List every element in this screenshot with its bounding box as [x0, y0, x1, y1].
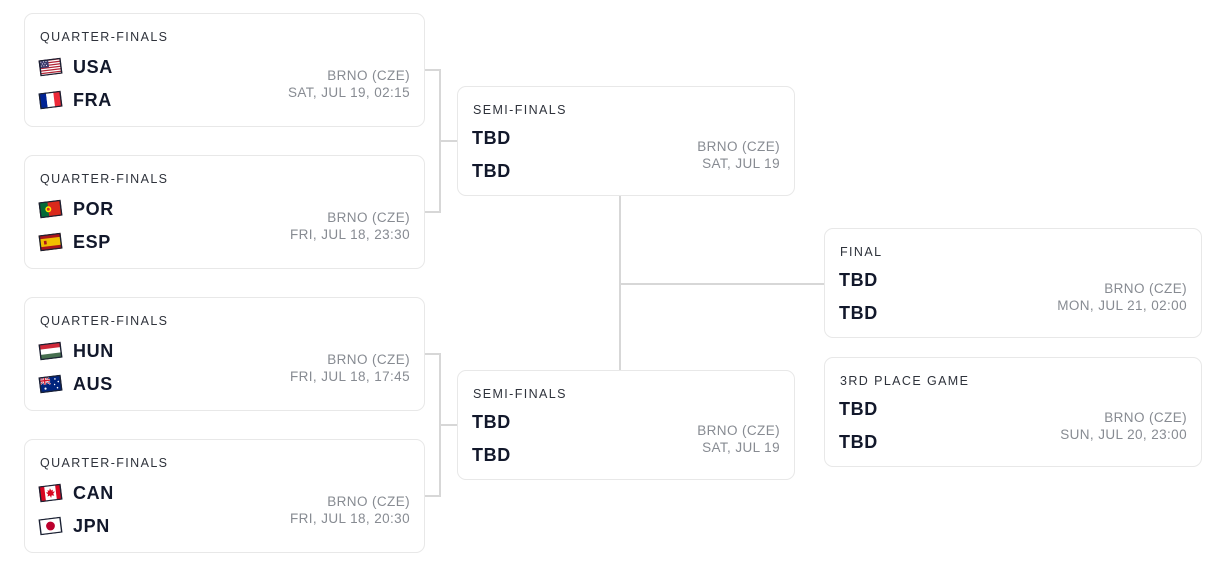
connector-final-in [620, 283, 824, 285]
round-label: QUARTER-FINALS [40, 30, 169, 44]
datetime-label: FRI, JUL 18, 17:45 [289, 368, 410, 384]
team-code: JPN [73, 515, 110, 536]
team-row: TBD [472, 443, 511, 468]
team-row: POR [38, 197, 114, 222]
match-card-third-place[interactable]: 3RD PLACE GAME TBD TBD BRNO (CZE) SUN, J… [824, 357, 1202, 467]
team-code: POR [73, 198, 114, 219]
datetime-label: MON, JUL 21, 02:00 [1057, 298, 1187, 313]
team-row: CAN [38, 481, 114, 506]
flag-canada-icon [38, 483, 63, 503]
datetime-label: SAT, JUL 19 [702, 440, 780, 455]
connector-qf1-stub [425, 69, 441, 71]
team-row: TBD [472, 126, 511, 151]
venue-label: BRNO (CZE) [327, 493, 410, 509]
venue-label: BRNO (CZE) [697, 423, 780, 438]
team-code: AUS [73, 373, 113, 394]
team-code: TBD [472, 445, 511, 465]
connector-bottom-join-vertical [439, 353, 441, 497]
round-label: 3RD PLACE GAME [840, 374, 970, 388]
match-info: BRNO (CZE) SUN, JUL 20, 23:00 [1060, 409, 1187, 443]
flag-usa-icon [38, 57, 63, 77]
team-code: TBD [839, 270, 878, 290]
match-info: BRNO (CZE) SAT, JUL 19, 02:15 [288, 67, 410, 101]
team-code: USA [73, 56, 113, 77]
venue-label: BRNO (CZE) [327, 209, 410, 225]
match-card-semi-final-1[interactable]: SEMI-FINALS TBD TBD BRNO (CZE) SAT, JUL … [457, 86, 795, 196]
venue-label: BRNO (CZE) [697, 139, 780, 154]
round-label: SEMI-FINALS [473, 103, 567, 117]
flag-australia-icon [38, 374, 63, 394]
team-row: ESP [38, 230, 114, 255]
team-row: TBD [472, 410, 511, 435]
round-label: QUARTER-FINALS [40, 314, 169, 328]
venue-label: BRNO (CZE) [1104, 281, 1187, 296]
team-row: FRA [38, 88, 113, 113]
team-row: HUN [38, 339, 114, 364]
team-code: ESP [73, 231, 111, 252]
connector-qf4-stub [425, 495, 441, 497]
team-row: TBD [472, 159, 511, 184]
team-code: FRA [73, 89, 112, 110]
match-info: BRNO (CZE) FRI, JUL 18, 17:45 [290, 351, 410, 385]
round-label: QUARTER-FINALS [40, 172, 169, 186]
match-info: BRNO (CZE) SAT, JUL 19 [697, 138, 780, 172]
match-card-quarter-final-4[interactable]: QUARTER-FINALS CAN JPN BRNO (CZE) [24, 439, 425, 553]
team-row: JPN [38, 514, 114, 539]
match-card-quarter-final-2[interactable]: QUARTER-FINALS POR ESP BRNO (CZE) [24, 155, 425, 269]
team-row: USA [38, 55, 113, 80]
connector-top-join-vertical [439, 69, 441, 213]
team-code: TBD [472, 161, 511, 181]
venue-label: BRNO (CZE) [327, 351, 410, 367]
match-info: BRNO (CZE) MON, JUL 21, 02:00 [1057, 280, 1187, 314]
match-card-quarter-final-3[interactable]: QUARTER-FINALS HUN AUS BRNO (CZE) [24, 297, 425, 411]
flag-japan-icon [38, 516, 63, 536]
team-code: CAN [73, 482, 114, 503]
team-code: TBD [839, 432, 878, 452]
team-code: TBD [839, 303, 878, 323]
match-card-quarter-final-1[interactable]: QUARTER-FINALS USA FRA BRNO (CZE) [24, 13, 425, 127]
flag-spain-icon [38, 232, 63, 252]
venue-label: BRNO (CZE) [327, 67, 410, 83]
round-label: QUARTER-FINALS [40, 456, 169, 470]
round-label: FINAL [840, 245, 883, 259]
round-label: SEMI-FINALS [473, 387, 567, 401]
datetime-label: SAT, JUL 19, 02:15 [287, 84, 410, 100]
connector-sf2-in [441, 424, 457, 426]
venue-label: BRNO (CZE) [1104, 410, 1187, 425]
connector-qf3-stub [425, 353, 441, 355]
match-info: BRNO (CZE) FRI, JUL 18, 23:30 [290, 209, 410, 243]
team-code: HUN [73, 340, 114, 361]
team-code: TBD [472, 412, 511, 432]
flag-france-icon [38, 90, 63, 110]
team-row: TBD [839, 397, 878, 422]
datetime-label: SAT, JUL 19 [702, 156, 780, 171]
team-row: TBD [839, 268, 878, 293]
team-code: TBD [472, 128, 511, 148]
match-info: BRNO (CZE) SAT, JUL 19 [697, 422, 780, 456]
team-row: TBD [839, 301, 878, 326]
team-code: TBD [839, 399, 878, 419]
connector-qf2-stub [425, 211, 441, 213]
match-info: BRNO (CZE) FRI, JUL 18, 20:30 [290, 493, 410, 527]
datetime-label: FRI, JUL 18, 20:30 [289, 510, 410, 526]
datetime-label: SUN, JUL 20, 23:00 [1060, 427, 1187, 442]
flag-hungary-icon [38, 341, 63, 361]
match-card-final[interactable]: FINAL TBD TBD BRNO (CZE) MON, JUL 21, 02… [824, 228, 1202, 338]
datetime-label: FRI, JUL 18, 23:30 [289, 226, 410, 242]
team-row: AUS [38, 372, 114, 397]
team-row: TBD [839, 430, 878, 455]
match-card-semi-final-2[interactable]: SEMI-FINALS TBD TBD BRNO (CZE) SAT, JUL … [457, 370, 795, 480]
connector-sf1-in [441, 140, 457, 142]
flag-portugal-icon [38, 199, 63, 219]
